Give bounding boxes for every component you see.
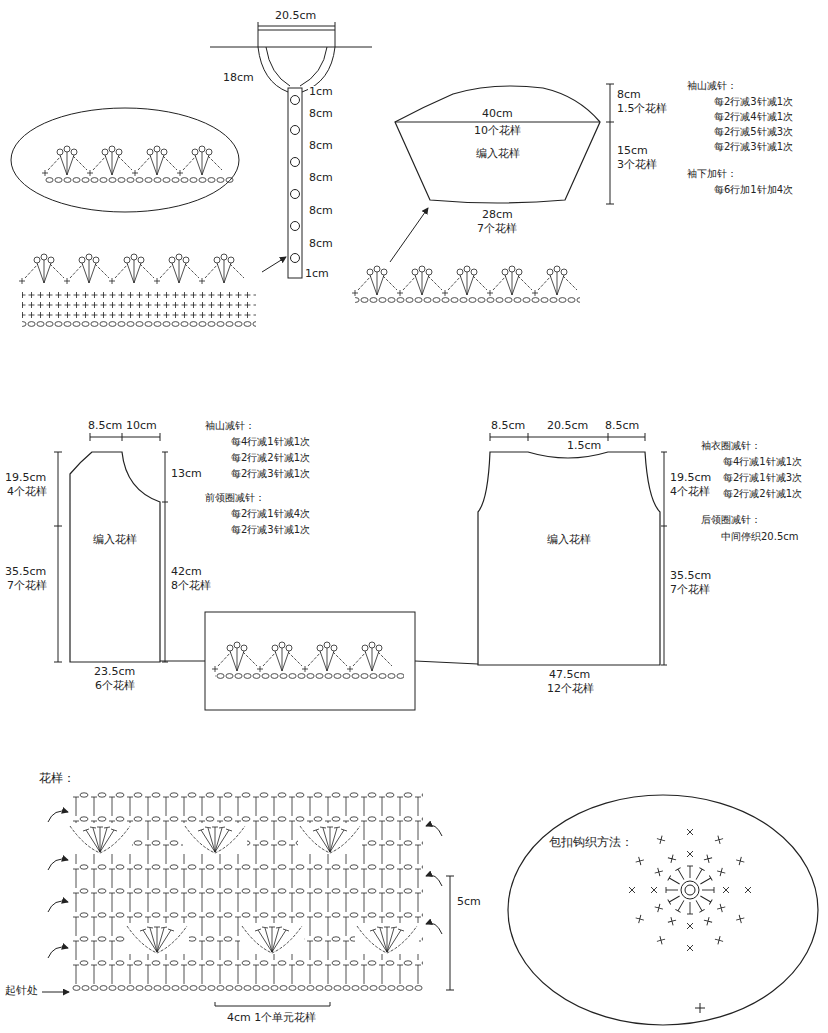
- dimension-label: 10cm: [125, 420, 158, 433]
- dimension-label: 8cm: [616, 89, 642, 102]
- back-piece: 编入花样: [476, 450, 662, 668]
- dimension-label: 13cm: [170, 468, 203, 481]
- dimension-label: 40cm: [481, 108, 514, 121]
- dimension-label: 35.5cm: [4, 566, 47, 579]
- instruction-text: 袖下加针：: [686, 168, 738, 180]
- dimension-label: 8.5cm: [87, 420, 123, 433]
- instruction-text: 每2行减3针减1次: [230, 524, 311, 536]
- instruction-text: 每2行减2针减1次: [230, 452, 311, 464]
- dimension-label: 8cm: [308, 205, 334, 218]
- sleeve-piece: 编入花样: [393, 82, 603, 206]
- instruction-text: 前领圈减针：: [204, 492, 266, 504]
- instruction-text: 每4行减1针减1次: [230, 436, 311, 448]
- dimension-label: 7个花样: [6, 580, 48, 593]
- dimension-label: 8cm: [308, 140, 334, 153]
- piece-label: 编入花样: [475, 148, 521, 161]
- dimension-label: 3个花样: [616, 159, 658, 172]
- dimension-label: 20.5cm: [546, 420, 589, 433]
- dimension-label: 花样：: [38, 772, 76, 786]
- instruction-text: 每2行减1针减4次: [230, 508, 311, 520]
- dimension-label: 42cm: [170, 566, 203, 579]
- piece-outline: [393, 82, 603, 206]
- dimension-label: 1.5cm: [566, 440, 602, 453]
- dimension-label: 8cm: [308, 172, 334, 185]
- dimension-label: 6个花样: [94, 680, 136, 693]
- outline: [508, 795, 818, 1025]
- piece-outline: [505, 792, 821, 1028]
- dimension-label: 19.5cm: [669, 472, 712, 485]
- dimension-label: 8cm: [308, 108, 334, 121]
- instruction-text: 袖山减针：: [686, 80, 738, 92]
- dimension-label: 8.5cm: [604, 420, 640, 433]
- dimension-label: 8个花样: [170, 580, 212, 593]
- button-diagram: 包扣钩织方法：: [505, 792, 821, 1028]
- piece-outline: [68, 450, 162, 664]
- dimension-label: 4个花样: [6, 486, 48, 499]
- dimension-label: 5cm: [456, 896, 482, 909]
- instruction-text: 袖衣圈减针：: [700, 440, 762, 452]
- outline: [70, 452, 160, 662]
- dimension-label: 7个花样: [669, 584, 711, 597]
- instruction-text: 每2行减3针减1次: [713, 96, 794, 108]
- instruction-text: 每2行减3针减1次: [713, 141, 794, 153]
- dimension-label: 8.5cm: [490, 420, 526, 433]
- instruction-text: 每2行减2针减1次: [722, 488, 803, 500]
- dimension-label: 1.5个花样: [616, 103, 669, 116]
- instruction-text: 每2行减3针减1次: [230, 468, 311, 480]
- dimension-label: 28cm: [481, 209, 514, 222]
- front-piece: 编入花样: [68, 450, 162, 664]
- dimension-label: 35.5cm: [669, 570, 712, 583]
- instruction-text: 每2行减1针减3次: [722, 472, 803, 484]
- outline: [478, 452, 660, 665]
- piece-label: 编入花样: [546, 534, 592, 547]
- outline: [395, 86, 600, 203]
- instruction-text: 每4行减1针减1次: [722, 456, 803, 468]
- dimension-label: 4cm 1个单元花样: [226, 1012, 317, 1025]
- instruction-text: 每6行加1针加4次: [713, 184, 794, 196]
- instruction-text: 中间停织20.5cm: [720, 531, 800, 543]
- instruction-text: 每2行减4针减1次: [713, 111, 794, 123]
- instruction-text: 后领圈减针：: [700, 514, 762, 526]
- dimension-label: 起针处: [4, 985, 39, 998]
- instruction-text: 袖山减针：: [204, 420, 256, 432]
- dimension-label: 47.5cm: [548, 669, 591, 682]
- dimension-label: 23.5cm: [93, 666, 136, 679]
- section-heading: 包扣钩织方法：: [548, 836, 634, 850]
- dimension-label: 7个花样: [476, 223, 518, 236]
- dimension-label: 10个花样: [473, 125, 522, 138]
- dimension-label: 15cm: [616, 145, 649, 158]
- dimension-label: 19.5cm: [4, 472, 47, 485]
- dimension-label: 8cm: [308, 238, 334, 251]
- instruction-text: 每2行减5针减3次: [713, 126, 794, 138]
- dimension-label: 18cm: [222, 72, 255, 85]
- piece-outline: [476, 450, 662, 668]
- dimension-label: 12个花样: [546, 683, 595, 696]
- dimension-label: 4个花样: [669, 486, 711, 499]
- dimension-label: 1cm: [304, 268, 330, 281]
- piece-label: 编入花样: [92, 534, 138, 547]
- dimension-label: 20.5cm: [274, 10, 317, 23]
- dimension-label: 1cm: [308, 86, 334, 99]
